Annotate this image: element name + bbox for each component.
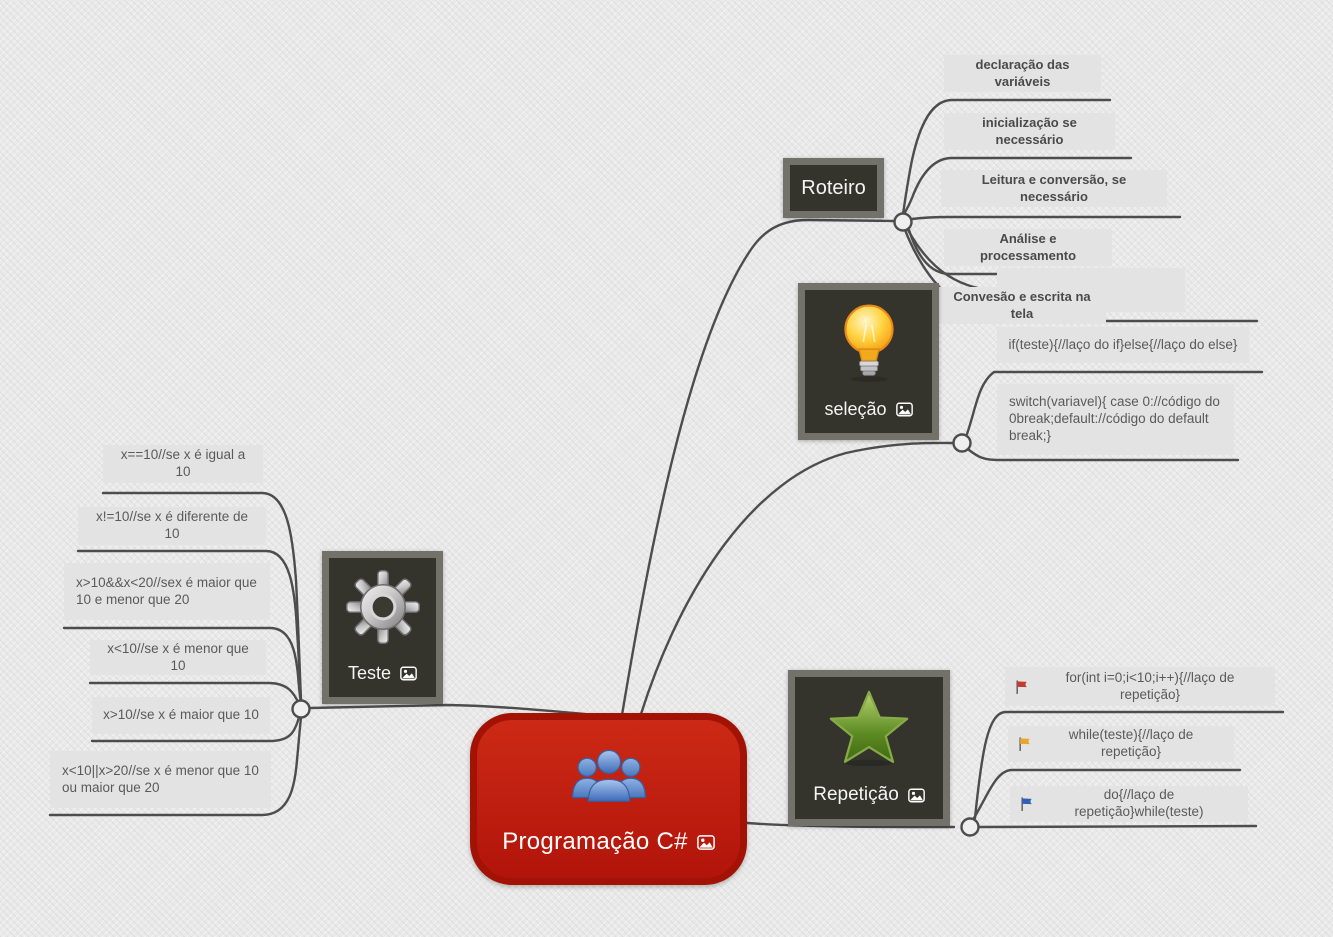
- leaf-label: for(int i=0;i<10;i++){//laço de repetiçã…: [1065, 669, 1235, 702]
- leaf-node[interactable]: x<10//se x é menor que 10: [90, 640, 266, 675]
- leaf-node[interactable]: if(teste){//laço do if}else{//laço do el…: [997, 327, 1249, 363]
- connector-line: [48, 716, 303, 817]
- connector-line: [901, 98, 1112, 216]
- leaf-node[interactable]: Análise e processamento: [944, 229, 1112, 266]
- branch-node-roteiro[interactable]: Roteiro: [783, 158, 884, 218]
- connector-line: [902, 156, 1133, 216]
- group-people-icon: [569, 746, 649, 808]
- branch-node-teste[interactable]: Teste: [322, 551, 443, 704]
- leaf-node[interactable]: for(int i=0;i<10;i++){//laço de repetiçã…: [1005, 667, 1275, 706]
- image-badge-icon[interactable]: [696, 834, 715, 850]
- leaf-node[interactable]: x>10//se x é maior que 10: [92, 697, 270, 734]
- connector-line: [620, 218, 896, 717]
- connector-line: [910, 215, 1182, 221]
- image-badge-icon[interactable]: [895, 402, 913, 417]
- connector-line: [977, 824, 1258, 829]
- leaf-node[interactable]: while(teste){//laço de repetição}: [1008, 726, 1234, 762]
- leaf-node[interactable]: inicialização se necessário: [944, 113, 1115, 150]
- leaf-node[interactable]: switch(variavel){ case 0://código do 0br…: [997, 384, 1234, 455]
- leaf-label: while(teste){//laço de repetição}: [1068, 727, 1194, 759]
- image-badge-icon[interactable]: [907, 788, 925, 803]
- branch-label: Teste: [347, 663, 392, 683]
- branch-toggle-circle[interactable]: [893, 212, 913, 232]
- branch-toggle-circle[interactable]: [960, 817, 980, 837]
- branch-toggle-circle[interactable]: [952, 433, 972, 453]
- gear-icon: [345, 570, 420, 644]
- branch-label: seleção: [824, 399, 887, 419]
- connector-line: [639, 441, 955, 716]
- connector-line: [90, 715, 301, 743]
- leaf-node[interactable]: x<10||x>20//se x é menor que 10 ou maior…: [50, 751, 271, 808]
- branch-node-repeticao[interactable]: Repetição: [788, 670, 950, 826]
- connector-line: [967, 448, 1240, 462]
- branch-label: Repetição: [813, 784, 899, 805]
- leaf-node[interactable]: Convesão e escrita na tela: [938, 287, 1106, 324]
- branch-toggle-circle[interactable]: [291, 699, 311, 719]
- root-label: Programação C#: [502, 828, 688, 855]
- image-badge-icon[interactable]: [400, 666, 417, 681]
- red-flag-icon: [1015, 679, 1028, 694]
- leaf-node[interactable]: Leitura e conversão, se necessário: [941, 170, 1167, 207]
- connector-line: [972, 768, 1242, 820]
- branch-node-selecao[interactable]: seleção: [798, 283, 939, 440]
- leaf-node[interactable]: declaração das variáveis: [944, 55, 1101, 92]
- connector-line: [973, 710, 1285, 820]
- yellow-flag-icon: [1018, 737, 1031, 751]
- connector-line: [62, 626, 303, 705]
- connector-line: [745, 821, 956, 829]
- branch-label: Roteiro: [801, 176, 866, 199]
- leaf-label: do{//laço de repetição}while(teste): [1074, 787, 1204, 819]
- leaf-node[interactable]: do{//laço de repetição}while(teste): [1010, 786, 1248, 822]
- lightbulb-icon: [836, 302, 902, 382]
- blue-flag-icon: [1020, 797, 1033, 811]
- leaf-node[interactable]: x==10//se x é igual a 10: [103, 445, 263, 483]
- root-node[interactable]: Programação C#: [470, 713, 747, 885]
- connector-line: [965, 370, 1264, 436]
- star-icon: [829, 689, 909, 766]
- leaf-node[interactable]: x>10&&x<20//sex é maior que 10 e menor q…: [64, 563, 270, 620]
- connector-line: [76, 549, 303, 703]
- leaf-node[interactable]: x!=10//se x é diferente de 10: [78, 507, 266, 545]
